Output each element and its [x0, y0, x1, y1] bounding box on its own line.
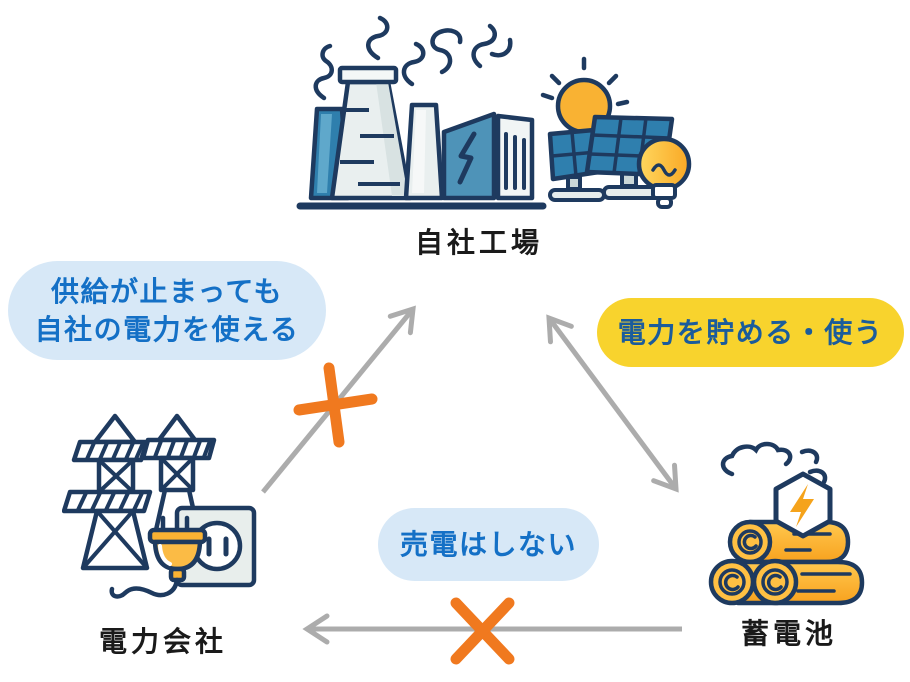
transmission-tower-icon — [62, 413, 153, 571]
arrow-factory-battery-double — [546, 314, 679, 493]
power-company-icon — [62, 413, 257, 599]
chimney-large — [329, 65, 413, 201]
energy-badge-icon — [773, 471, 833, 539]
callout-no-sell: 売電はしない — [378, 508, 599, 581]
callout-store-use: 電力を貯める・使う — [597, 298, 904, 367]
callout-backup-text: 供給が止まっても 自社の電力を使える — [34, 274, 300, 346]
plug-icon — [109, 515, 208, 599]
battery-label: 蓄電池 — [740, 617, 838, 650]
battery-cell-icon — [727, 519, 851, 565]
building-white — [495, 113, 535, 201]
factory-label: 自社工場 — [414, 226, 544, 259]
light-bulb-icon — [636, 136, 692, 209]
cross-no-sell-icon — [450, 597, 515, 665]
power-company-label: 電力会社 — [98, 625, 228, 658]
factory-icon — [296, 15, 692, 210]
battery-icon — [708, 441, 865, 606]
smoke-icon — [313, 15, 513, 101]
smoke-icon — [720, 441, 828, 485]
battery-cell-icon — [708, 558, 865, 606]
building-blue — [441, 111, 497, 201]
chimney-small — [403, 102, 445, 201]
lightning-bolt-icon — [790, 484, 814, 527]
cross-no-supply-icon — [293, 362, 378, 448]
callout-backup-power: 供給が止まっても 自社の電力を使える — [8, 261, 326, 360]
